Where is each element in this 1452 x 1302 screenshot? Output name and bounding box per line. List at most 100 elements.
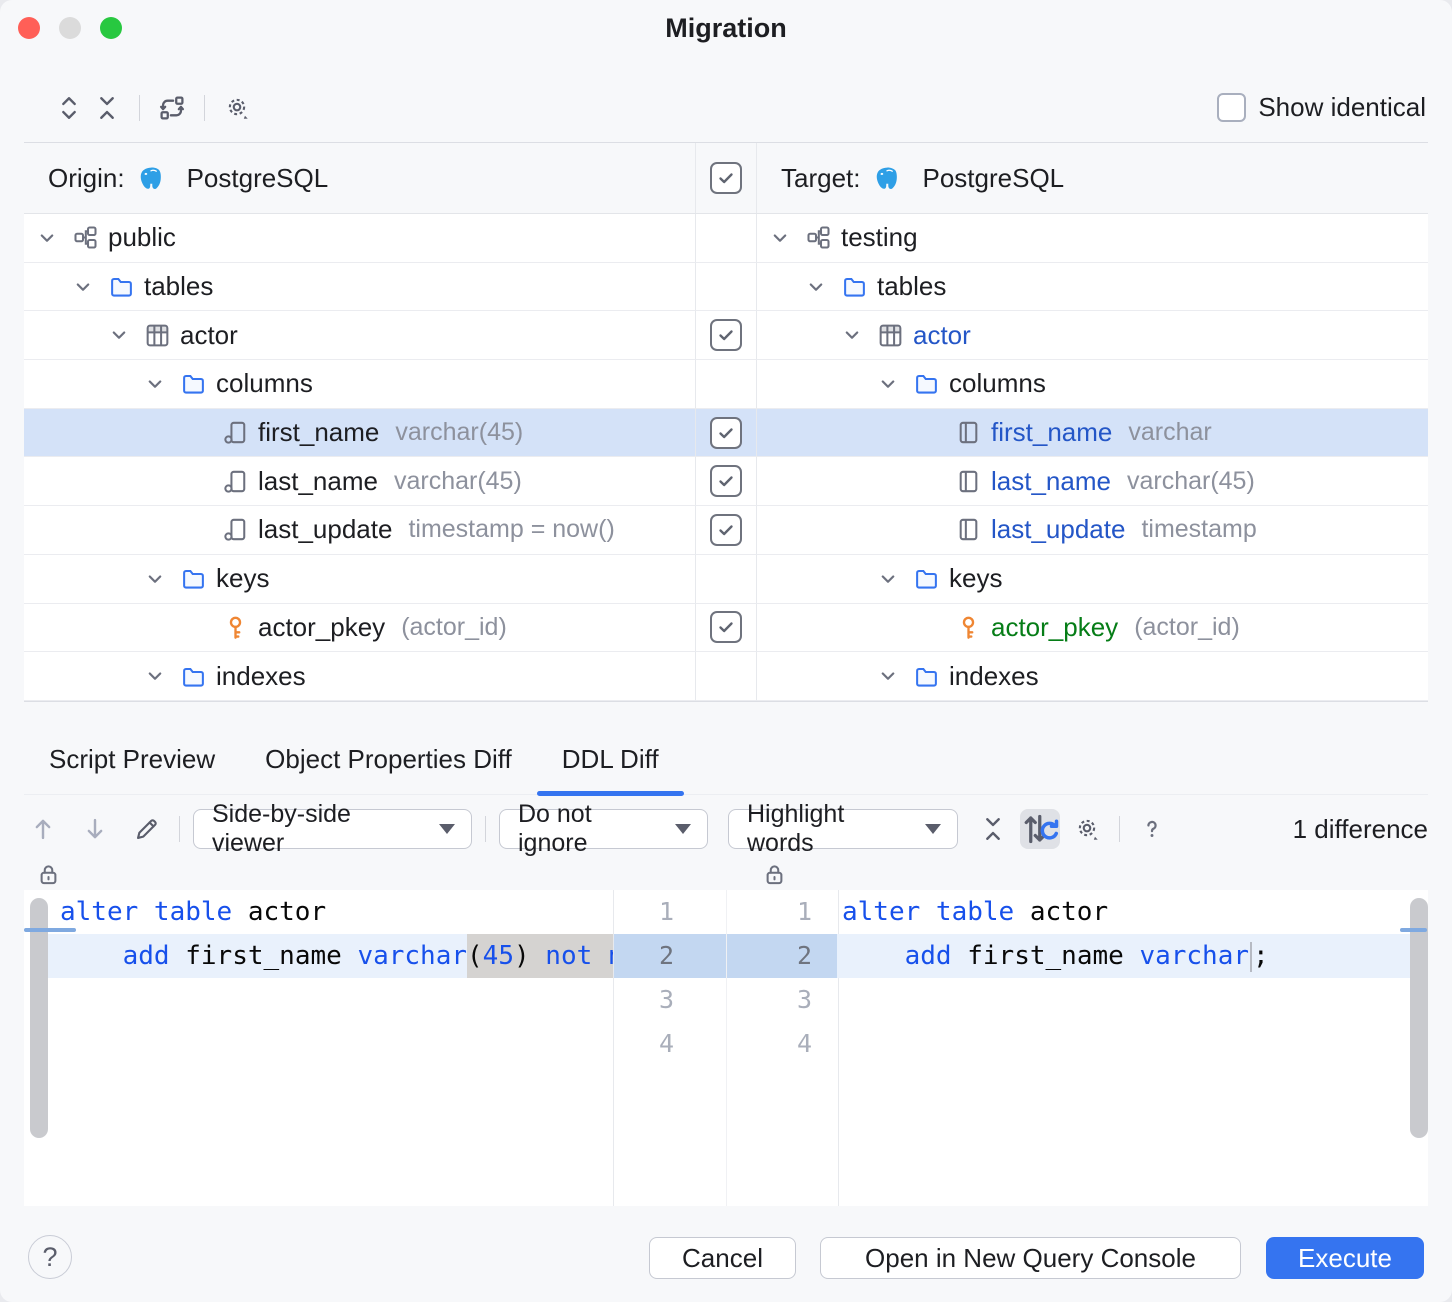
row-checkbox[interactable] [710, 513, 742, 546]
schema-icon [805, 225, 831, 251]
collapse-unchanged-icon[interactable] [974, 810, 1012, 848]
target-node-label: actor_pkey [991, 611, 1119, 642]
close-window-icon[interactable] [18, 17, 40, 39]
chevron-down-icon[interactable] [839, 322, 865, 348]
chevron-down-icon[interactable] [875, 566, 901, 592]
page-title: Migration [665, 13, 787, 43]
checkbox-box[interactable] [1217, 93, 1247, 122]
schema-diff-tree: Origin: PostgreSQL Target: PostgreSQL pu… [24, 142, 1428, 702]
row-checkbox[interactable] [710, 465, 742, 498]
target-node-label: tables [877, 271, 947, 302]
row-checkbox-cell [695, 652, 757, 701]
origin-node-label: indexes [216, 660, 306, 691]
target-node-label: first_name [991, 417, 1113, 448]
swap-origin-target-icon[interactable] [153, 89, 191, 127]
origin-node-label: actor [180, 319, 238, 350]
tree-toolbar [50, 88, 256, 128]
expand-all-icon[interactable] [50, 89, 88, 127]
diff-change-marker [24, 928, 76, 932]
origin-code-editor[interactable]: alter table actor add first_name varchar… [47, 890, 613, 1206]
postgresql-icon [138, 165, 164, 191]
tree-header: Origin: PostgreSQL Target: PostgreSQL [24, 143, 1428, 214]
open-in-new-query-console-button[interactable]: Open in New Query Console [820, 1237, 1241, 1279]
traffic-lights [18, 17, 122, 39]
minimize-window-icon[interactable] [59, 17, 81, 39]
folder-icon [180, 663, 206, 689]
line-number: 3 [658, 985, 674, 1014]
table-row[interactable]: indexes indexes [24, 652, 1428, 701]
table-row[interactable]: public testing [24, 214, 1428, 263]
origin-node-label: columns [216, 368, 313, 399]
select-all-checkbox[interactable] [710, 162, 742, 194]
tab-script-preview[interactable]: Script Preview [49, 743, 216, 774]
cancel-button[interactable]: Cancel [649, 1237, 796, 1279]
chevron-down-icon[interactable] [142, 663, 168, 689]
lock-icon[interactable] [762, 862, 787, 887]
chevron-down-icon[interactable] [34, 225, 60, 251]
folder-icon [913, 371, 939, 397]
row-checkbox-cell [695, 214, 757, 263]
ignore-policy-dropdown[interactable]: Do not ignore [499, 800, 708, 857]
node-type-hint: timestamp = now() [408, 515, 615, 544]
origin-label: Origin: [48, 162, 125, 193]
right-scrollbar[interactable] [1410, 898, 1428, 1138]
table-row[interactable]: columns columns [24, 360, 1428, 409]
table-row[interactable]: actor_pkey(actor_id) actor_pkey(actor_id… [24, 603, 1428, 653]
chevron-down-icon[interactable] [142, 371, 168, 397]
target-node-label: indexes [949, 660, 1039, 691]
tab-ddl-diff[interactable]: DDL Diff [536, 724, 684, 796]
target-db-name: PostgreSQL [922, 162, 1065, 193]
table-row[interactable]: actor actor [24, 311, 1428, 361]
next-difference-icon[interactable] [76, 810, 114, 848]
chevron-down-icon[interactable] [70, 274, 96, 300]
viewer-mode-dropdown[interactable]: Side-by-side viewer [193, 800, 472, 857]
target-label: Target: [781, 162, 861, 193]
folder-icon [913, 663, 939, 689]
target-code-editor[interactable]: alter table actor add first_name varchar… [837, 890, 1412, 1206]
left-scrollbar[interactable] [30, 898, 48, 1138]
target-node-label: last_update [991, 514, 1126, 545]
tab-object-properties-diff[interactable]: Object Properties Diff [265, 743, 512, 774]
help-icon[interactable] [1133, 810, 1171, 848]
chevron-down-icon[interactable] [767, 225, 793, 251]
help-button[interactable]: ? [28, 1235, 72, 1279]
table-icon [144, 322, 170, 348]
table-row[interactable]: keys keys [24, 554, 1428, 604]
highlight-mode-dropdown[interactable]: Highlight words [728, 800, 958, 857]
toolbar-separator [139, 95, 140, 121]
postgresql-icon [874, 165, 900, 191]
origin-db-name: PostgreSQL [186, 162, 329, 193]
lock-icon[interactable] [36, 862, 61, 887]
show-identical-checkbox[interactable]: Show identical [1217, 92, 1426, 123]
previous-difference-icon[interactable] [24, 810, 62, 848]
chevron-down-icon[interactable] [142, 566, 168, 592]
toolbar-separator [1119, 816, 1120, 842]
row-checkbox-cell [695, 603, 757, 653]
table-row[interactable]: tables tables [24, 262, 1428, 312]
chevron-down-icon[interactable] [803, 274, 829, 300]
row-checkbox[interactable] [710, 416, 742, 449]
ddl-diff-editors: alter table actor add first_name varchar… [24, 858, 1428, 1206]
folder-icon [180, 371, 206, 397]
row-checkbox-cell [695, 554, 757, 604]
zoom-window-icon[interactable] [100, 17, 122, 39]
edit-pencil-icon[interactable] [128, 810, 166, 848]
row-checkbox[interactable] [710, 319, 742, 352]
synchronize-scrolling-icon[interactable] [1020, 809, 1060, 849]
execute-button[interactable]: Execute [1266, 1237, 1424, 1279]
collapse-all-icon[interactable] [88, 89, 126, 127]
chevron-down-icon[interactable] [106, 322, 132, 348]
toolbar-separator [204, 95, 205, 121]
row-checkbox-cell [695, 360, 757, 409]
settings-gear-icon[interactable] [218, 89, 256, 127]
chevron-down-icon[interactable] [875, 371, 901, 397]
folder-icon [841, 274, 867, 300]
chevron-down-icon[interactable] [875, 663, 901, 689]
row-checkbox[interactable] [710, 611, 742, 644]
settings-gear-icon[interactable] [1068, 810, 1106, 848]
column-icon [955, 468, 981, 494]
